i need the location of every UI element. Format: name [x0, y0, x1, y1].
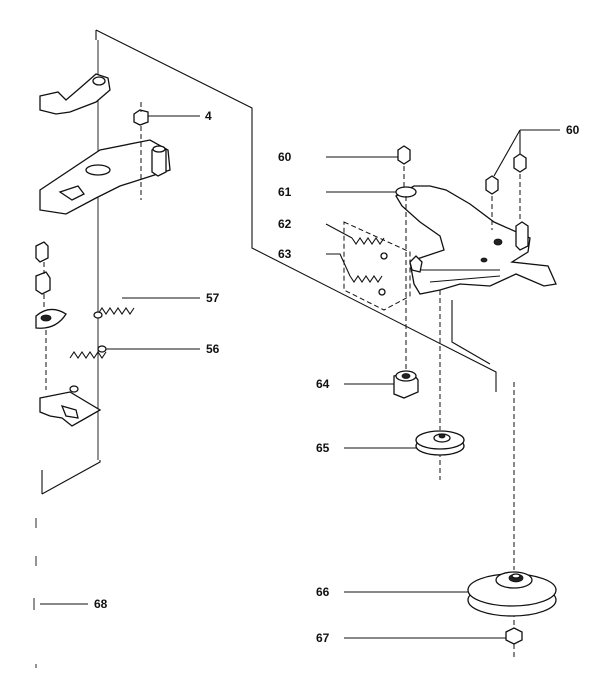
- label-4: 4: [205, 109, 212, 123]
- left-screws: [35, 241, 67, 390]
- edge-marks: [33, 518, 37, 668]
- part-60-screws: [397, 145, 527, 230]
- spring-group-outline: [343, 221, 411, 311]
- label-61: 61: [278, 185, 292, 199]
- label-65: 65: [316, 441, 330, 455]
- part-67-washer: [505, 627, 523, 645]
- leader-lines: [40, 115, 560, 639]
- label-62: 62: [278, 217, 292, 231]
- spring-56: [69, 345, 107, 359]
- spring-62: [351, 237, 388, 260]
- label-60-right: 60: [566, 123, 580, 137]
- label-68: 68: [94, 597, 108, 611]
- part-65-gear: [415, 430, 465, 456]
- part-64-gear: [393, 370, 419, 399]
- part-66-large-gear: [467, 571, 557, 617]
- label-67: 67: [316, 631, 330, 645]
- part-61-lever-plate: [395, 185, 557, 295]
- label-57: 57: [206, 291, 220, 305]
- label-64: 64: [316, 377, 330, 391]
- bottom-left-bracket: [39, 385, 102, 427]
- spring-57: [93, 307, 135, 319]
- label-66: 66: [316, 585, 330, 599]
- spring-63: [349, 275, 386, 296]
- left-frame: [41, 29, 497, 495]
- slotted-plate: [39, 139, 171, 215]
- label-60-left: 60: [278, 150, 292, 164]
- top-left-bracket: [39, 73, 111, 115]
- label-63: 63: [278, 247, 292, 261]
- part-4-cap: [133, 102, 149, 200]
- shaft-centerlines: [405, 196, 515, 660]
- label-56: 56: [206, 342, 220, 356]
